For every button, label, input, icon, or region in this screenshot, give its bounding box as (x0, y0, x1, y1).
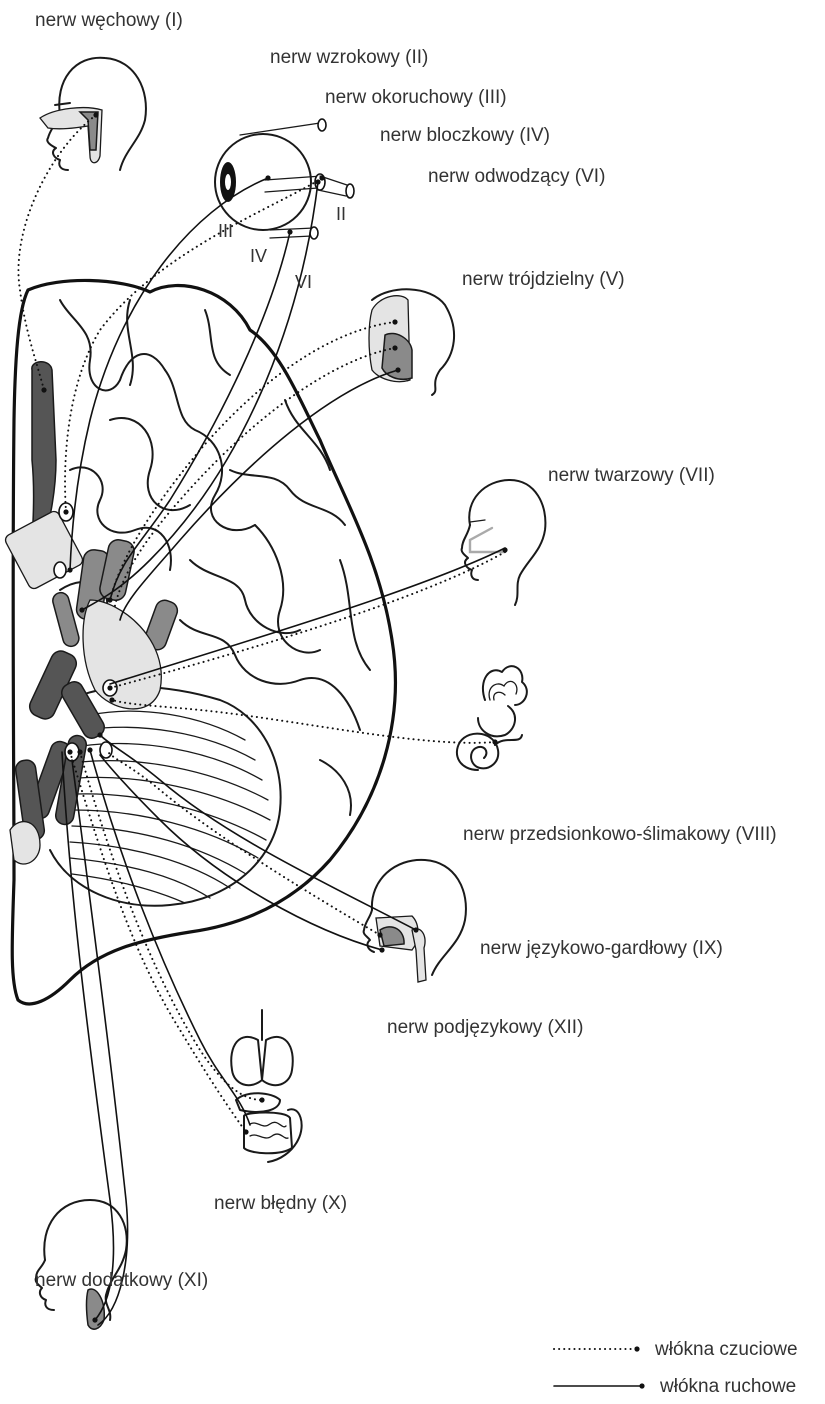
olfactory-sensory-fibre (18, 115, 96, 390)
brain-illustration (3, 280, 395, 1003)
label-optic-nerve: nerw wzrokowy (II) (270, 47, 428, 68)
thoracic-abdominal-organs-illustration (231, 1010, 301, 1162)
label-olfactory-nerve: nerw węchowy (I) (35, 10, 183, 31)
glossopharyngeal-head-illustration (364, 860, 466, 982)
legend-motor-dot (639, 1383, 644, 1388)
label-accessory-nerve: nerw dodatkowy (XI) (35, 1270, 208, 1291)
vagus-motor-fibre (90, 750, 250, 1125)
olfactory-head-illustration (40, 58, 146, 170)
legend: włókna czuciowe włókna ruchowe (554, 1339, 798, 1397)
label-trochlear-nerve: nerw bloczkowy (IV) (380, 125, 550, 146)
facial-head-illustration (462, 480, 546, 605)
trigeminal-head-illustration (369, 289, 454, 395)
label-eye-vi: VI (295, 272, 312, 292)
inner-ear-illustration (457, 666, 527, 770)
label-hypoglossal-nerve: nerw podjęzykowy (XII) (387, 1017, 583, 1038)
brainstem (3, 362, 179, 864)
label-oculomotor-nerve: nerw okoruchowy (III) (325, 87, 507, 108)
trigeminal-sensory-fibre-2 (114, 348, 395, 610)
label-trigeminal-nerve: nerw trójdzielny (V) (462, 269, 625, 290)
vestibulocochlear-sensory-fibre (112, 700, 495, 743)
label-vagus-nerve: nerw błędny (X) (214, 1193, 347, 1214)
legend-sensory-label: włókna czuciowe (654, 1339, 798, 1360)
accessory-motor-fibre-1 (62, 752, 114, 1320)
label-eye-iii: III (218, 221, 233, 241)
eye-roman-labels: II III IV VI (218, 204, 346, 292)
eyeball-illustration (215, 119, 354, 239)
glossopharyngeal-motor-fibre (100, 735, 416, 930)
legend-motor-label: włókna ruchowe (659, 1376, 796, 1397)
trigeminal-motor-fibre (120, 370, 398, 620)
label-glossopharyngeal-nerve: nerw językowo-gardłowy (IX) (480, 938, 723, 959)
label-abducens-nerve: nerw odwodzący (VI) (428, 166, 605, 187)
label-vestibulocochlear-nerve: nerw przedsionkowo-ślimakowy (VIII) (463, 824, 777, 845)
label-eye-iv: IV (250, 246, 267, 266)
label-eye-ii: II (336, 204, 346, 224)
vagus-sensory-fibre-1 (70, 752, 246, 1132)
legend-sensory-dot (634, 1346, 639, 1351)
glossopharyngeal-sensory-fibre (108, 752, 380, 935)
label-facial-nerve: nerw twarzowy (VII) (548, 465, 715, 486)
